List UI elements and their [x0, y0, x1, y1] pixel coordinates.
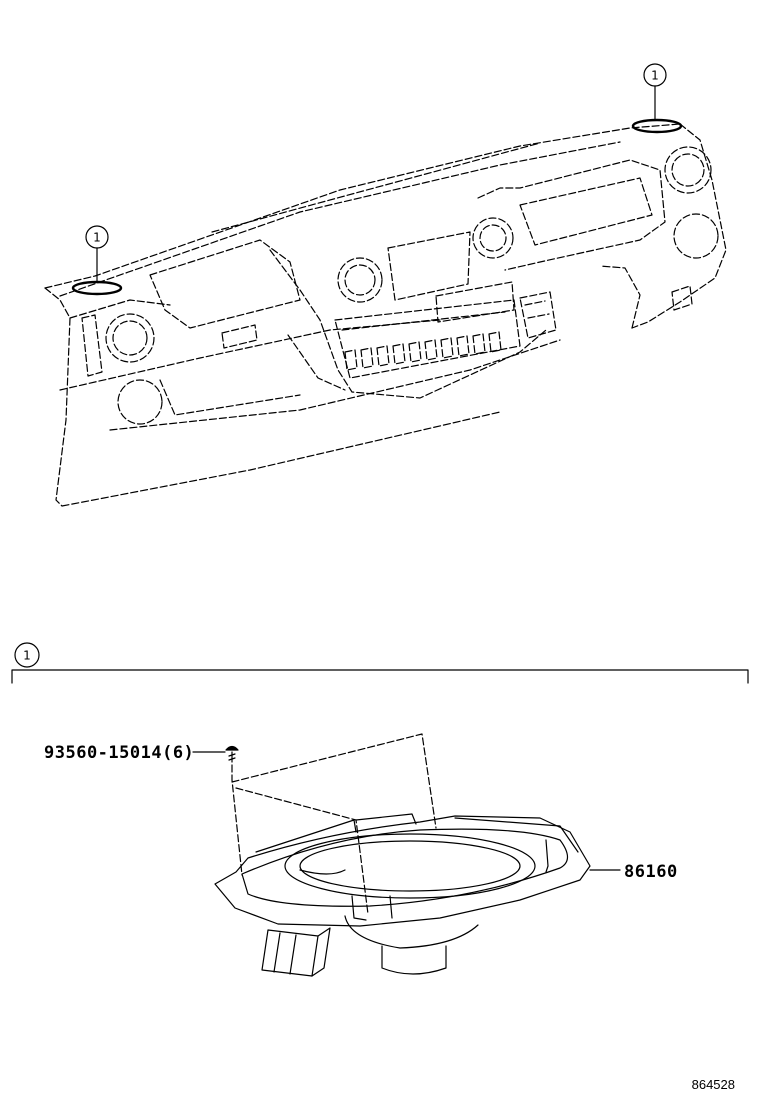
section-bracket: [11, 669, 749, 684]
speaker-location-left: [71, 280, 123, 296]
callout-circle-right: [643, 63, 667, 87]
callout-circle-section: [14, 642, 40, 668]
speaker-location-right: [631, 118, 683, 134]
speaker-part-number[interactable]: 86160: [624, 862, 678, 882]
callout-number-left: 1: [93, 231, 101, 245]
dashboard-illustration: [44, 123, 727, 507]
speaker-illustration: [214, 813, 591, 977]
callout-number-right: 1: [651, 69, 659, 83]
speaker-location-markers: [71, 118, 683, 296]
callout-circle-left: [85, 225, 109, 249]
callout-number-section: 1: [23, 649, 31, 663]
screw-part-number[interactable]: 93560-15014(6): [44, 743, 194, 763]
illustration-id: 864528: [692, 1077, 735, 1092]
screw-icon: [225, 745, 239, 763]
